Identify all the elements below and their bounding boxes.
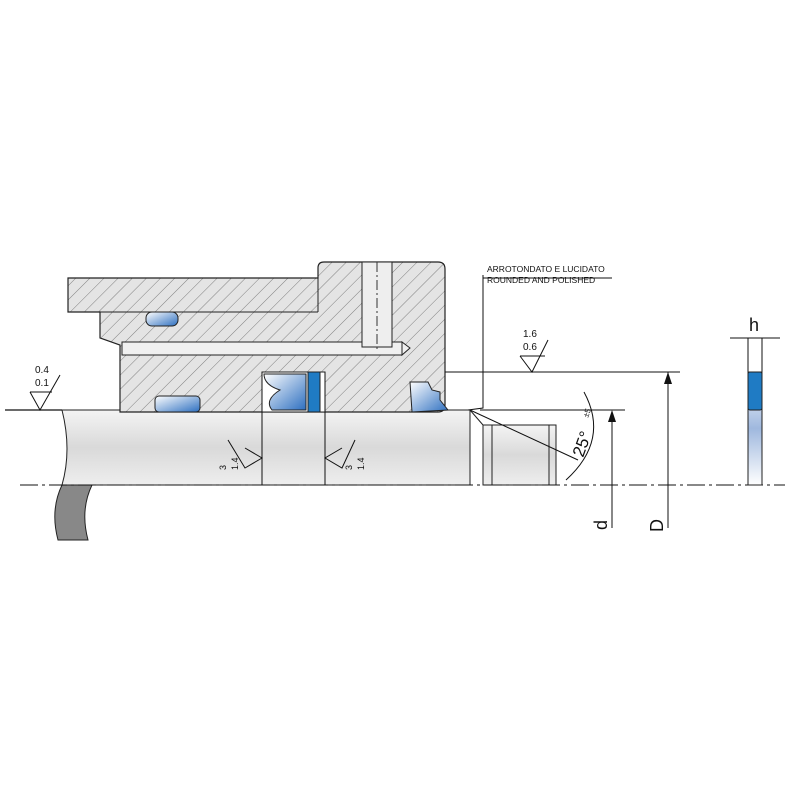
housing <box>67 261 449 413</box>
bore-roughness-bottom: 0.6 <box>523 342 537 353</box>
rod-roughness-bottom: 0.1 <box>35 378 49 389</box>
bore-roughness-top: 1.6 <box>523 329 537 340</box>
dimension-h: h <box>749 315 759 335</box>
dimension-d: d <box>591 520 611 530</box>
rod <box>54 409 557 541</box>
static-seal-top <box>145 311 179 327</box>
angle-value: 25° <box>569 429 596 460</box>
rod-end <box>482 424 557 486</box>
oil-channel <box>121 341 403 356</box>
guide-ring-slot <box>154 395 201 413</box>
groove-left-roughness-b: 1.4 <box>230 457 240 470</box>
backup-ring <box>307 371 321 413</box>
annotation-it: ARROTONDATO E LUCIDATO <box>487 264 605 274</box>
groove-right-roughness-a: 3 <box>344 465 354 470</box>
arrow-D <box>664 372 672 384</box>
rod-break-section <box>54 484 93 541</box>
annotation-en: ROUNDED AND POLISHED <box>487 275 595 285</box>
angle-tolerance: ±5 <box>581 407 593 419</box>
arrow-d <box>608 410 616 422</box>
rod-roughness-top: 0.4 <box>35 365 49 376</box>
groove-left-roughness-a: 3 <box>218 465 228 470</box>
ring-section <box>747 371 763 411</box>
u-seal <box>263 373 307 411</box>
dimension-D: D <box>647 519 667 532</box>
groove-right-roughness-b: 1.4 <box>356 457 366 470</box>
wiper-seal <box>409 381 449 413</box>
